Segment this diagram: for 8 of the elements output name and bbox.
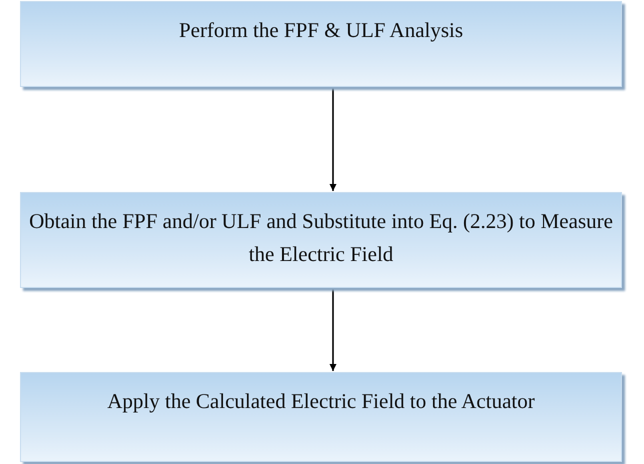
step-text: Apply the Calculated Electric Field to the Actuator	[107, 388, 535, 415]
arrow	[330, 88, 336, 191]
step-text: Obtain the FPF and/or ULF and Substitute into Eq. (2.23) to Measure the Electric Field	[28, 208, 614, 268]
arrow	[330, 289, 336, 371]
process-box	[20, 192, 622, 288]
process-box	[20, 372, 622, 462]
step-text: Perform the FPF & ULF Analysis	[178, 17, 464, 44]
process-box	[20, 1, 622, 87]
